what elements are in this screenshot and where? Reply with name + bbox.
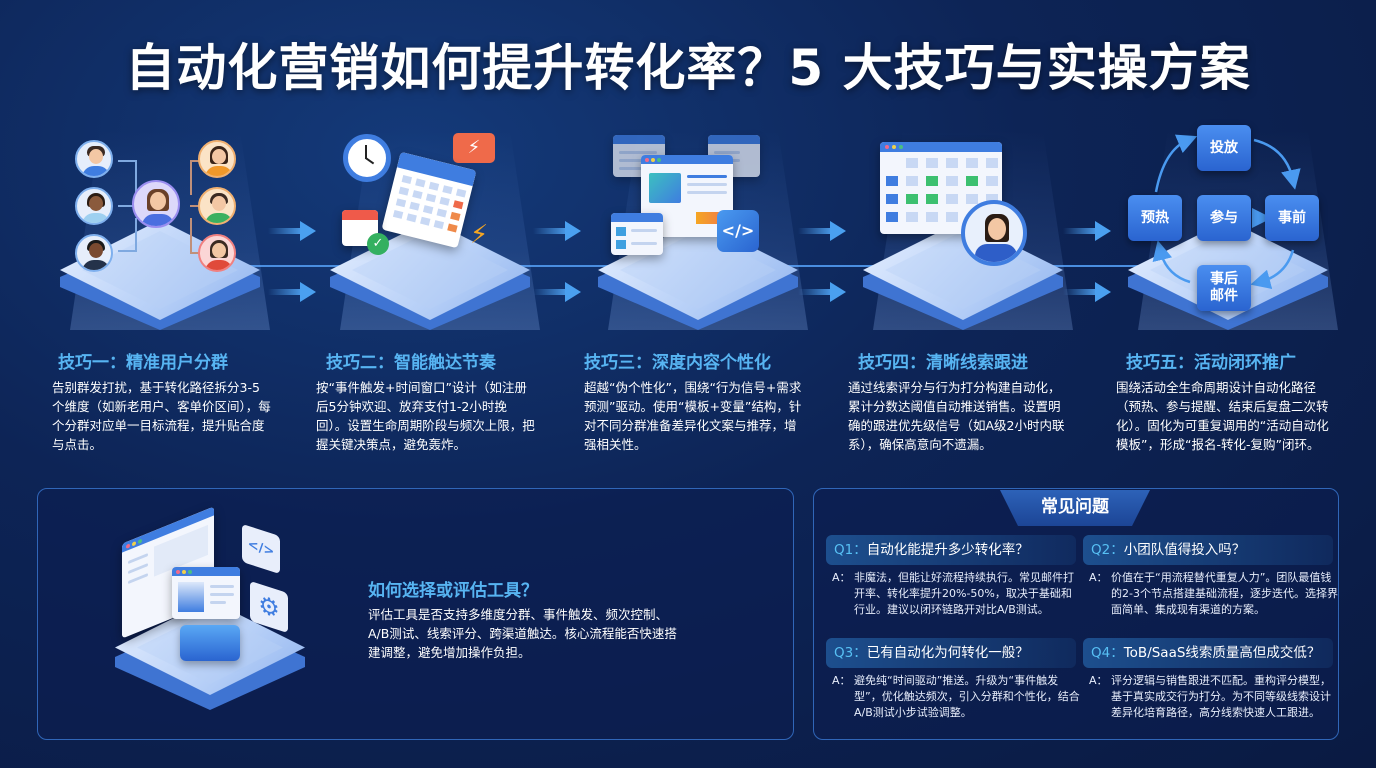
cycle-node-top: 投放: [1197, 125, 1251, 171]
step-5-illustration: 投放 预热 参与 事前 事后 邮件: [1108, 120, 1368, 335]
step-4-illustration: [843, 120, 1103, 335]
small-content-window-icon: [611, 213, 663, 255]
faq-question-2[interactable]: Q2：小团队值得投入吗？: [1083, 535, 1333, 565]
lightning-icon: ⚡: [470, 220, 489, 250]
checkmark-icon: ✓: [367, 233, 389, 255]
cycle-arrows-icon: [1152, 134, 1301, 290]
tip-1-title: 技巧一：精准用户分群: [58, 353, 228, 373]
step-3-illustration: </>: [578, 120, 838, 335]
main-content-window-icon: [641, 155, 733, 237]
tools-title: 如何选择或评估工具？: [368, 581, 538, 601]
step-1-illustration: [40, 120, 300, 335]
tools-desc: 评估工具是否支持多维度分群、事件触发、频次控制、A/B测试、线索评分、跨渠道触达…: [368, 607, 677, 660]
server-box-icon: [180, 625, 240, 661]
user-avatar-icon: [75, 234, 113, 272]
tip-5-desc: 围绕活动全生命周期设计自动化路径（预热、参与提醒、结束后复盘二次转化）。固化为可…: [1116, 380, 1329, 452]
clock-icon: [343, 134, 391, 182]
image-window-icon: [172, 567, 240, 619]
cycle-node-bottom: 事后 邮件: [1197, 265, 1251, 311]
central-user-avatar-icon: [132, 180, 180, 228]
tip-4-title: 技巧四：清晰线索跟进: [858, 353, 1028, 373]
code-icon: </>: [717, 210, 759, 252]
user-avatar-icon: [198, 234, 236, 272]
step-2-illustration: ⚡ ✓ ⚡: [310, 120, 570, 335]
cycle-node-left: 预热: [1128, 195, 1182, 241]
tip-3-title: 技巧三：深度内容个性化: [584, 353, 771, 373]
faq-answer-2: A：价值在于“用流程替代重复人力”。团队最值钱的2-3个节点搭建基础流程，逐步迭…: [1089, 571, 1338, 616]
tip-1-desc: 告别群发打扰，基于转化路径拆分3-5个维度（如新老用户、客单价区间），每个分群对…: [52, 380, 271, 452]
user-avatar-icon: [75, 140, 113, 178]
arrow-right-icon: [533, 221, 581, 241]
faq-question-3[interactable]: Q3：已有自动化为何转化一般？: [826, 638, 1076, 668]
user-avatar-icon: [198, 187, 236, 225]
arrow-right-icon: [268, 221, 316, 241]
code-card-icon: </>: [242, 523, 280, 575]
sales-rep-avatar-icon: [961, 200, 1027, 266]
tip-3-desc: 超越“伪个性化”，围绕“行为信号+需求预测”驱动。使用“模板+变量”结构，针对不…: [584, 380, 802, 452]
cycle-node-right: 事前: [1265, 195, 1319, 241]
alert-bubble-icon: ⚡: [453, 133, 495, 163]
arrow-right-icon: [533, 282, 581, 302]
cycle-node-center: 参与: [1197, 195, 1251, 241]
tools-illustration: </> ⚙: [110, 505, 310, 710]
faq-panel: [813, 488, 1339, 740]
tip-2-title: 技巧二：智能触达节奏: [326, 353, 496, 373]
tip-2-desc: 按“事件触发+时间窗口”设计（如注册后5分钟欢迎、放弃支付1-2小时挽回）。设置…: [316, 380, 535, 452]
tip-4-desc: 通过线索评分与行为打分构建自动化，累计分数达阈值自动推送销售。设置明确的跟进优先…: [848, 380, 1065, 452]
faq-answer-4: A：评分逻辑与销售跟进不匹配。重构评分模型，基于真实成交行为打分。为不同等级线索…: [1089, 674, 1331, 719]
faq-answer-3: A：避免纯“时间驱动”推送。升级为“事件触发型”，优化触达频次，引入分群和个性化…: [832, 674, 1080, 719]
faq-question-1[interactable]: Q1：自动化能提升多少转化率？: [826, 535, 1076, 565]
arrow-right-icon: [1063, 282, 1111, 302]
arrow-right-icon: [1063, 221, 1111, 241]
page-title: 自动化营销如何提升转化率？5 大技巧与实操方案: [125, 39, 1251, 97]
faq-heading: 常见问题: [1000, 490, 1150, 526]
faq-answer-1: A：非魔法，但能让好流程持续执行。常见邮件打开率、转化率提升20%-50%，取决…: [832, 571, 1074, 616]
faq-question-4[interactable]: Q4：ToB/SaaS线索质量高但成交低？: [1083, 638, 1333, 668]
arrow-right-icon: [798, 221, 846, 241]
arrow-right-icon: [268, 282, 316, 302]
arrow-right-icon: [798, 282, 846, 302]
tip-5-title: 技巧五：活动闭环推广: [1126, 353, 1296, 373]
user-avatar-icon: [198, 140, 236, 178]
user-avatar-icon: [75, 187, 113, 225]
